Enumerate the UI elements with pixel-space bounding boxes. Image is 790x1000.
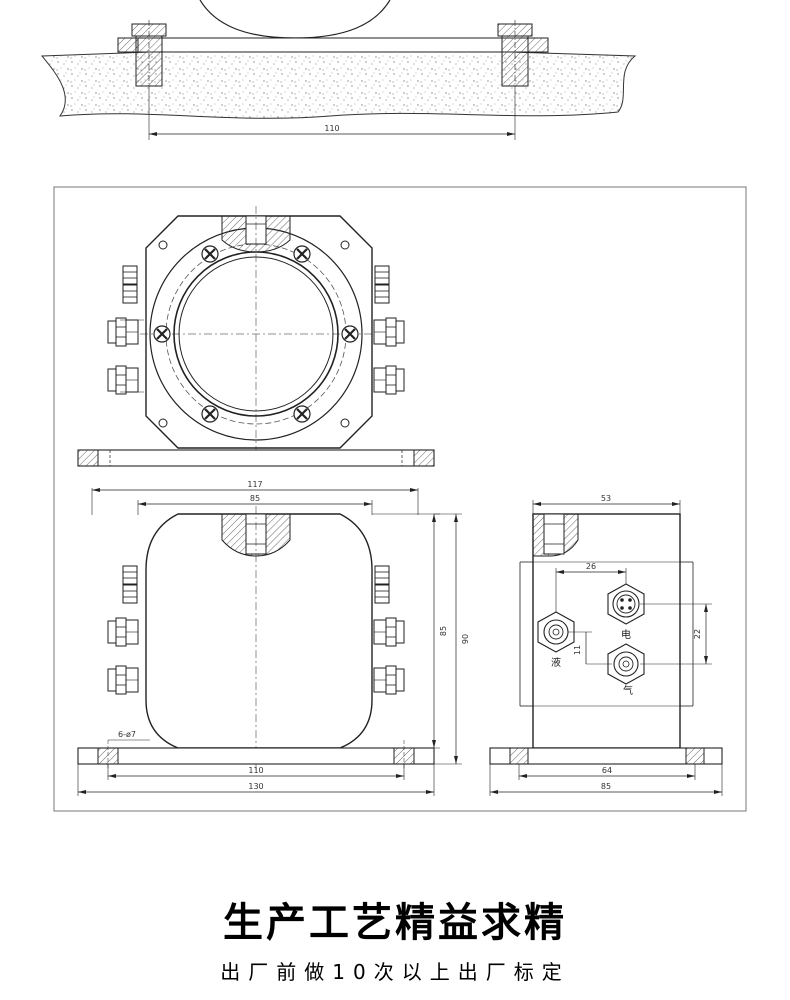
front-base-plate (77, 747, 435, 765)
dim-spacing-26: 26 (586, 562, 596, 571)
dim-base-130: 130 (248, 782, 263, 791)
plan-view (77, 206, 435, 467)
dim-height-85: 85 (439, 626, 448, 636)
dim-base-110: 110 (248, 766, 263, 775)
load-arc (199, 0, 391, 39)
front-view: 117 85 85 (77, 480, 470, 796)
right-fittings (373, 265, 405, 395)
foundation (40, 51, 637, 119)
left-fittings (107, 265, 144, 395)
side-base-plate (489, 747, 723, 765)
dim-spacing-22: 22 (693, 629, 702, 639)
screw-icon (200, 404, 220, 424)
screw-icon (292, 244, 312, 264)
side-view: 53 26 电 (489, 494, 723, 796)
dim-height-90: 90 (461, 634, 470, 644)
dim-holes: 6-ø7 (118, 730, 136, 739)
dim-side-width-53: 53 (601, 494, 611, 503)
screw-icon (292, 404, 312, 424)
subline: 出厂前做10次以上出厂标定 (220, 960, 570, 984)
dim-width-117: 117 (247, 480, 262, 489)
front-right-fittings (373, 565, 405, 695)
label-liquid: 液 (551, 656, 561, 669)
dim-spacing-11: 11 (573, 645, 582, 655)
dim-width-85: 85 (250, 494, 260, 503)
liquid-connector (537, 611, 575, 653)
power-connector (607, 583, 645, 625)
headline: 生产工艺精益求精 (223, 900, 567, 946)
anchor-detail: 110 (40, 0, 637, 140)
dim-side-base-85: 85 (601, 782, 611, 791)
screw-icon (200, 244, 220, 264)
anchor-bolt-right (497, 20, 533, 92)
dim-side-base-64: 64 (602, 766, 612, 775)
screw-icon (152, 324, 172, 344)
gas-connector (607, 643, 645, 685)
drawing-frame (53, 186, 747, 812)
base-plate-section (117, 37, 549, 53)
dim-base-width: 110 (324, 124, 339, 133)
label-gas: 气 (623, 684, 633, 697)
anchor-bolt-left (131, 20, 167, 92)
front-left-fittings (107, 565, 139, 695)
label-power: 电 (621, 628, 631, 641)
plan-base-plate (77, 449, 435, 467)
screw-icon (340, 324, 360, 344)
